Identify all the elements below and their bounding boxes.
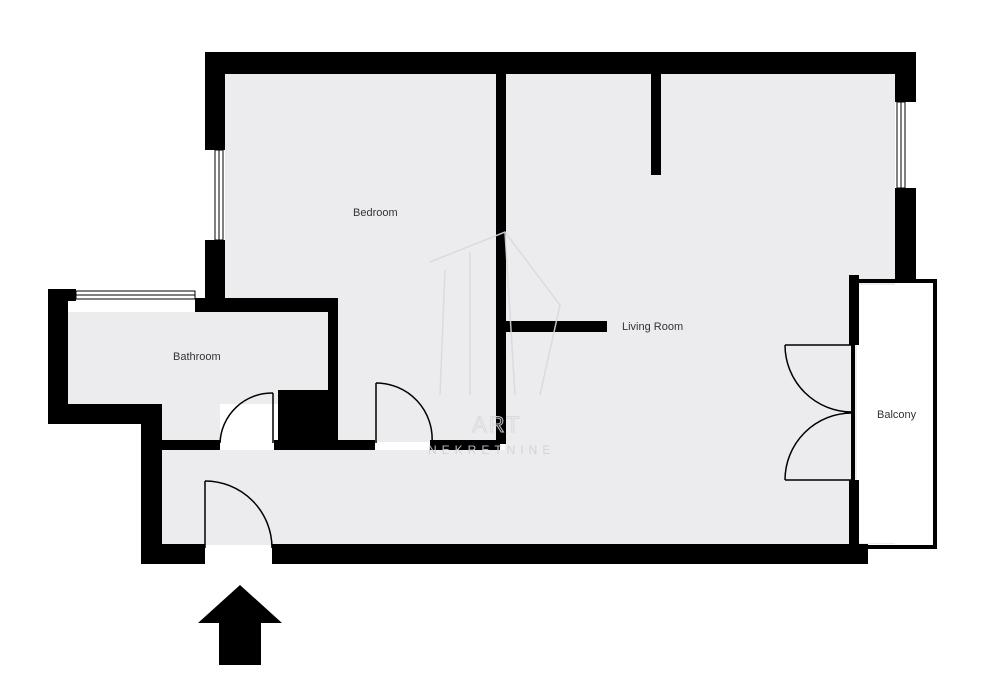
wall-bottom-left bbox=[141, 544, 205, 564]
door-balcony-right-swing bbox=[784, 412, 853, 481]
wall-closet-hall bbox=[274, 440, 375, 450]
wall-hallway-left bbox=[141, 404, 162, 564]
door-entrance-swing bbox=[204, 480, 273, 549]
floor-areas bbox=[68, 72, 931, 545]
balcony-outline bbox=[851, 279, 937, 549]
wall-top bbox=[205, 52, 916, 74]
wall-bedroom-bathroom bbox=[195, 298, 338, 312]
bathroom-floor-lower bbox=[160, 400, 220, 442]
wall-bedroom-living bbox=[496, 72, 506, 444]
entrance-arrow-icon bbox=[198, 585, 282, 665]
balcony-floor bbox=[857, 285, 931, 543]
door-bedroom-swing bbox=[375, 382, 433, 444]
doors bbox=[204, 344, 853, 549]
bedroom-floor bbox=[225, 72, 497, 302]
door-balcony-left-swing bbox=[784, 344, 853, 413]
bathroom-floor bbox=[68, 312, 328, 404]
wall-bathroom-right bbox=[328, 298, 338, 448]
room-label-bedroom: Bedroom bbox=[353, 207, 398, 219]
windows bbox=[75, 101, 906, 300]
watermark: ART NEKRETNINE bbox=[428, 231, 561, 457]
wall-living-stub-vertical bbox=[651, 72, 661, 175]
wall-bathroom-bottom bbox=[48, 404, 160, 424]
watermark-subtitle: NEKRETNINE bbox=[428, 443, 555, 457]
hallway-floor bbox=[162, 450, 852, 545]
wall-bedroom-hall bbox=[430, 440, 500, 450]
bedroom-floor-lower bbox=[330, 300, 497, 442]
wall-bottom-right bbox=[272, 544, 868, 564]
wall-living-stub-horizontal bbox=[506, 321, 607, 332]
wall-bedroom-left-lower bbox=[205, 240, 225, 305]
room-label-balcony: Balcony bbox=[877, 409, 917, 421]
wall-bedroom-left-upper bbox=[205, 52, 225, 150]
entrance-threshold bbox=[205, 548, 272, 564]
watermark-logo-icon bbox=[429, 231, 561, 396]
room-label-living-room: Living Room bbox=[622, 321, 683, 333]
door-bathroom-swing bbox=[219, 392, 274, 444]
wall-bathroom-hall bbox=[160, 440, 220, 450]
closet-block bbox=[278, 390, 332, 442]
room-label-bathroom: Bathroom bbox=[173, 351, 221, 363]
watermark-brand: ART bbox=[472, 412, 522, 437]
wall-right-lower bbox=[895, 188, 916, 280]
wall-right-upper bbox=[895, 52, 916, 102]
wall-bathroom-left bbox=[48, 289, 68, 424]
